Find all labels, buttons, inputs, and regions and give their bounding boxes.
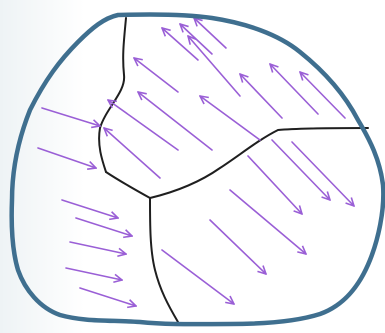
arrow-3 [194, 18, 226, 48]
boundary-bottom [150, 198, 178, 322]
arrow-14 [38, 148, 96, 168]
boundary-top [99, 18, 126, 172]
arrow-22 [248, 156, 302, 214]
arrow-8 [300, 72, 345, 118]
arrow-19 [80, 288, 136, 306]
arrow-1 [162, 28, 198, 60]
arrow-2 [180, 24, 212, 54]
crystal-outline [12, 14, 384, 324]
arrow-6 [240, 74, 282, 118]
arrow-9 [108, 100, 178, 150]
arrow-23 [230, 190, 306, 254]
arrow-12 [104, 128, 160, 178]
arrow-17 [70, 242, 126, 254]
boundary-left-middle [106, 172, 150, 198]
arrow-18 [66, 268, 122, 280]
arrow-4 [134, 58, 178, 92]
arrow-field [38, 18, 354, 306]
arrow-13 [42, 108, 100, 126]
arrow-11 [200, 96, 260, 140]
arrow-24 [210, 220, 266, 274]
arrow-15 [62, 200, 118, 218]
arrow-21 [292, 142, 354, 206]
arrow-10 [138, 92, 212, 150]
arrow-5 [188, 36, 240, 96]
arrow-25 [162, 250, 234, 304]
arrow-16 [76, 218, 132, 236]
grain-boundaries [99, 18, 368, 322]
arrow-7 [270, 64, 318, 114]
